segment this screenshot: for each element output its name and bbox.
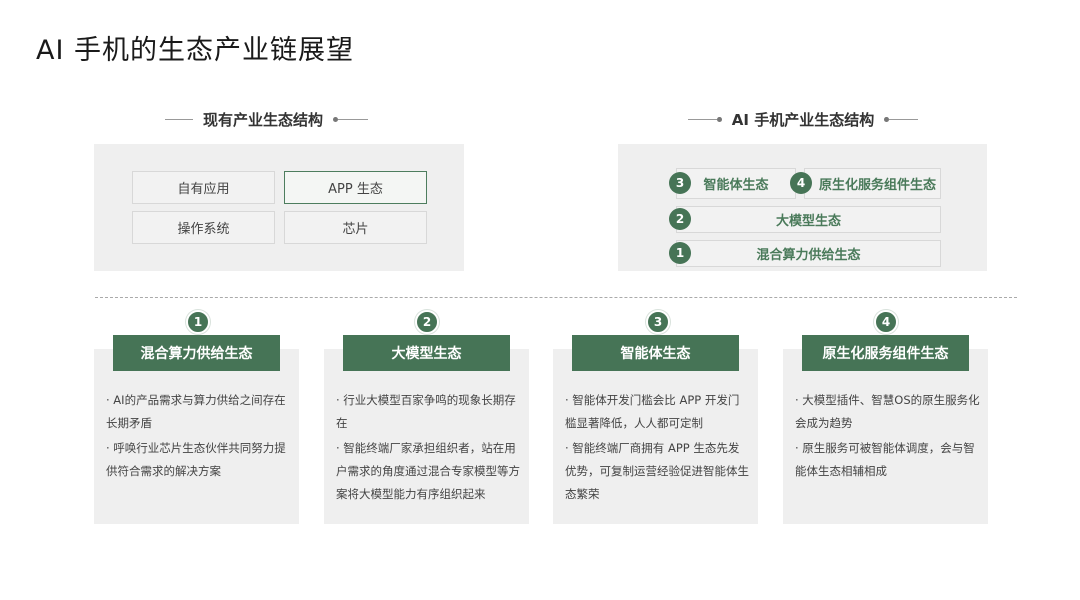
badge-1: 1: [669, 242, 691, 264]
row-native-service-ecosystem: 原生化服务组件生态: [804, 168, 941, 199]
existing-structure-title: 现有产业生态结构: [203, 110, 324, 129]
row-large-model-ecosystem: 大模型生态: [676, 206, 941, 233]
bullet-text: · 智能体开发门槛会比 APP 开发门槛显著降低，人人都可定制: [565, 393, 740, 430]
heading-line-right: [338, 118, 369, 120]
column-title-3: 智能体生态: [572, 335, 739, 371]
column-card-3: [553, 349, 758, 524]
column-badge-1: 1: [186, 310, 210, 334]
heading-dot: [717, 116, 722, 122]
column-body-2: · 行业大模型百家争鸣的现象长期存在 · 智能终端厂家承担组织者，站在用户需求的…: [336, 389, 521, 508]
badge-2: 2: [669, 208, 691, 230]
cell-operating-system: 操作系统: [132, 211, 275, 244]
column-title-4: 原生化服务组件生态: [802, 335, 969, 371]
existing-structure-heading: 现有产业生态结构: [165, 108, 395, 130]
row-hybrid-compute-ecosystem: 混合算力供给生态: [676, 240, 941, 267]
column-card-4: [783, 349, 988, 524]
column-badge-2: 2: [415, 310, 439, 334]
column-title-1: 混合算力供给生态: [113, 335, 280, 371]
column-body-4: · 大模型插件、智慧OS的原生服务化会成为趋势 · 原生服务可被智能体调度，会与…: [795, 389, 980, 485]
cell-own-apps: 自有应用: [132, 171, 275, 204]
page-title: AI 手机的生态产业链展望: [36, 35, 355, 66]
bullet-text: · AI的产品需求与算力供给之间存在长期矛盾: [106, 393, 286, 430]
badge-3: 3: [669, 172, 691, 194]
row-agent-ecosystem: 智能体生态: [676, 168, 796, 199]
bullet-text: · 行业大模型百家争鸣的现象长期存在: [336, 393, 516, 430]
cell-chip: 芯片: [284, 211, 427, 244]
dashed-divider: [95, 297, 1017, 298]
cell-app-ecosystem: APP 生态: [284, 171, 427, 204]
ai-structure-heading: AI 手机产业生态结构: [688, 108, 918, 130]
bullet-text: · 智能终端厂家承担组织者，站在用户需求的角度通过混合专家模型等方案将大模型能力…: [336, 441, 520, 501]
existing-structure-panel: 自有应用 APP 生态 操作系统 芯片: [94, 144, 464, 271]
heading-dot: [333, 116, 339, 122]
heading-line-left: [165, 118, 193, 120]
ai-structure-panel: 智能体生态 3 原生化服务组件生态 4 大模型生态 2 混合算力供给生态 1: [618, 144, 987, 271]
bullet-text: · 大模型插件、智慧OS的原生服务化会成为趋势: [795, 393, 980, 430]
column-card-2: [324, 349, 529, 524]
ai-structure-title: AI 手机产业生态结构: [731, 110, 875, 129]
column-title-2: 大模型生态: [343, 335, 510, 371]
column-badge-4: 4: [874, 310, 898, 334]
bullet-text: · 呼唤行业芯片生态伙伴共同努力提供符合需求的解决方案: [106, 441, 286, 478]
column-body-1: · AI的产品需求与算力供给之间存在长期矛盾 · 呼唤行业芯片生态伙伴共同努力提…: [106, 389, 291, 485]
heading-dot: [884, 116, 889, 122]
bullet-text: · 原生服务可被智能体调度，会与智能体生态相辅相成: [795, 441, 975, 478]
heading-line-right: [888, 118, 918, 120]
bullet-text: · 智能终端厂商拥有 APP 生态先发优势，可复制运营经验促进智能体生态繁荣: [565, 441, 749, 501]
column-badge-3: 3: [646, 310, 670, 334]
heading-line-left: [688, 118, 718, 120]
badge-4: 4: [790, 172, 812, 194]
column-body-3: · 智能体开发门槛会比 APP 开发门槛显著降低，人人都可定制 · 智能终端厂商…: [565, 389, 750, 508]
column-card-1: [94, 349, 299, 524]
